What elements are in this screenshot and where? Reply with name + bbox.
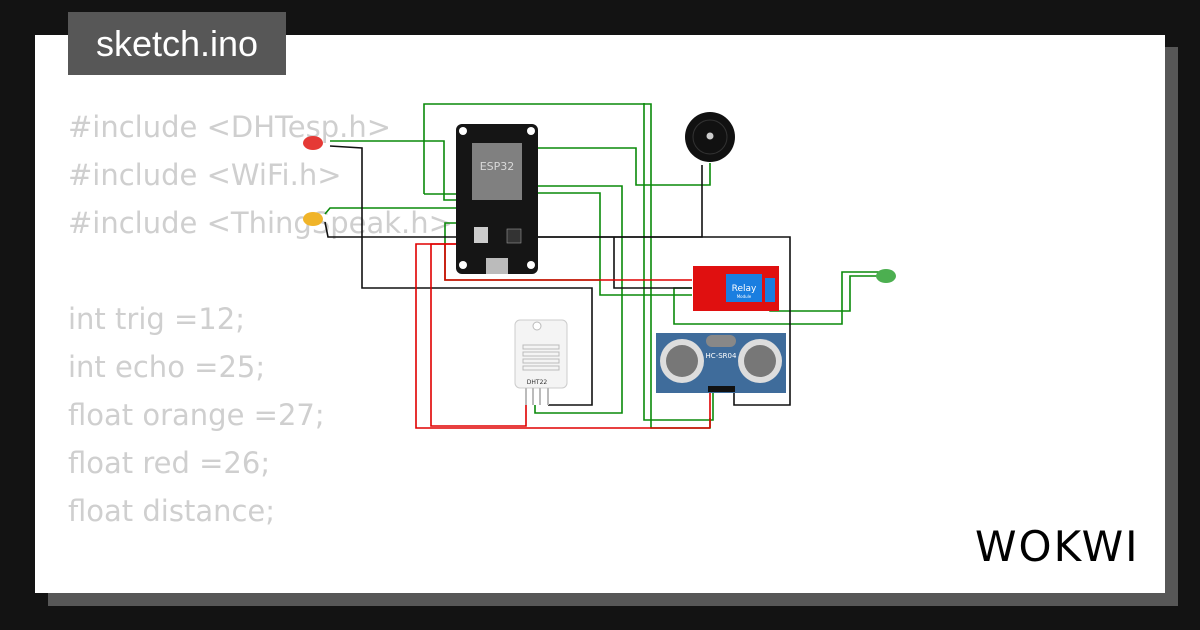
esp32-board[interactable]: ESP32	[456, 124, 538, 274]
code-line: int echo =25;	[68, 350, 266, 384]
wires	[324, 103, 880, 429]
code-line: #include <WiFi.h>	[68, 158, 342, 192]
code-line: #include <ThingSpeak.h>	[68, 206, 453, 240]
wire	[444, 244, 692, 281]
wire	[613, 237, 692, 289]
wire	[324, 221, 460, 238]
wire	[534, 185, 623, 414]
green-led[interactable]	[876, 269, 896, 283]
dht-label: DHT22	[527, 379, 548, 386]
code-line: float red =26;	[68, 446, 271, 480]
dht22-sensor[interactable]: DHT22	[514, 319, 568, 405]
code-line: #include <DHTesp.h>	[68, 110, 392, 144]
wire	[330, 140, 460, 201]
wokwi-logo: WOKWI	[975, 522, 1140, 571]
preview-card: #include <DHTesp.h> #include <WiFi.h> #i…	[35, 35, 1165, 593]
wire	[767, 275, 880, 312]
orange-led[interactable]	[303, 212, 323, 226]
wire	[535, 147, 711, 186]
wire	[430, 243, 527, 427]
buzzer[interactable]	[685, 112, 735, 162]
wire	[535, 236, 791, 406]
wire	[329, 145, 593, 406]
wire	[535, 192, 692, 296]
ultrasonic-sensor[interactable]: HC-SR04	[656, 333, 786, 393]
code-line: int trig =12;	[68, 302, 245, 336]
ultrasonic-label: HC-SR04	[706, 352, 737, 360]
wire	[535, 165, 703, 238]
relay-sublabel: Module	[737, 294, 752, 299]
code-line: char ssid[] = "Wokwi-GUEST";	[68, 583, 503, 593]
red-led[interactable]	[303, 136, 323, 150]
code-line: float distance;	[68, 494, 276, 528]
wire	[324, 207, 460, 215]
relay-module[interactable]: Relay Module	[693, 266, 779, 311]
esp32-label: ESP32	[480, 160, 515, 173]
wire	[643, 103, 714, 421]
code-line: float orange =27;	[68, 398, 325, 432]
file-tab: sketch.ino	[68, 12, 286, 75]
code-listing: #include <DHTesp.h> #include <WiFi.h> #i…	[68, 103, 503, 593]
relay-label: Relay	[732, 284, 757, 294]
